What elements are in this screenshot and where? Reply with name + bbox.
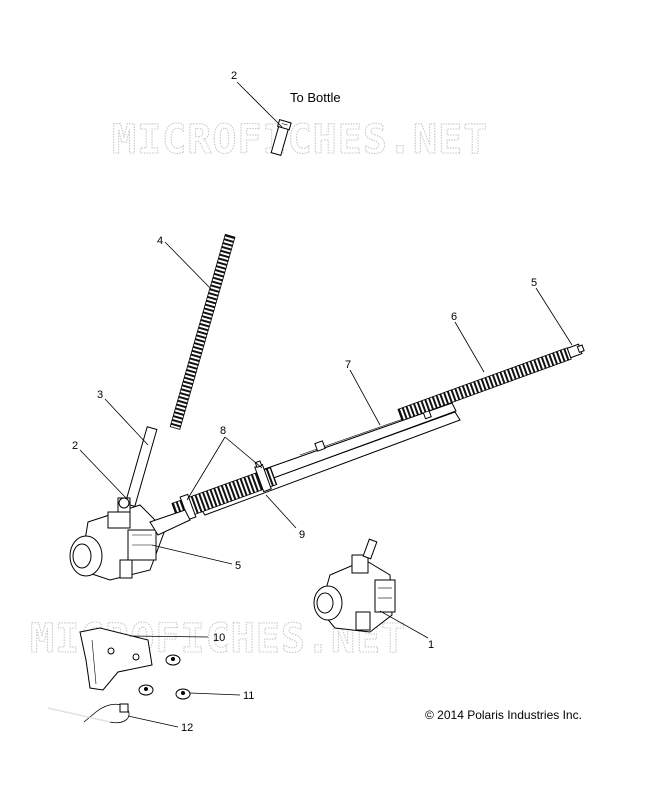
corrugated-hose-to-bottle xyxy=(169,233,236,430)
callout-5-left: 5 xyxy=(235,560,241,572)
mounting-bracket xyxy=(79,627,153,691)
callout-2-top: 2 xyxy=(231,70,237,82)
callout-11: 11 xyxy=(243,690,254,702)
callout-10: 10 xyxy=(213,632,225,644)
corrugated-hose-left xyxy=(171,467,278,521)
callout-12: 12 xyxy=(181,722,193,734)
screw-c xyxy=(175,688,191,700)
fuel-pump-assembly-installed xyxy=(69,497,191,581)
callout-5-right: 5 xyxy=(531,277,537,289)
screw-b xyxy=(138,684,154,696)
fuel-pump xyxy=(313,538,396,633)
hose-clamp-left xyxy=(179,493,197,521)
caption-to-bottle: To Bottle xyxy=(290,90,341,105)
leader-lines xyxy=(79,81,573,728)
corrugated-hose-right xyxy=(397,347,572,422)
callout-3: 3 xyxy=(97,389,103,401)
hose-fitting-top xyxy=(270,119,292,156)
copyright-notice: © 2014 Polaris Industries Inc. xyxy=(425,708,582,722)
callout-7: 7 xyxy=(345,359,351,371)
smooth-hose-section xyxy=(124,426,158,507)
cable-tie xyxy=(47,703,130,724)
callout-1: 1 xyxy=(428,639,434,651)
callout-2-left: 2 xyxy=(72,440,78,452)
screw-a xyxy=(165,654,181,666)
callout-4: 4 xyxy=(157,235,163,247)
hose-clamp-right xyxy=(254,460,272,493)
hose-fitting-right xyxy=(566,343,585,359)
callout-8: 8 xyxy=(220,425,226,437)
watermark-top: MICROFICHES.NET xyxy=(112,117,488,163)
callout-6: 6 xyxy=(451,311,457,323)
callout-9: 9 xyxy=(299,529,305,541)
